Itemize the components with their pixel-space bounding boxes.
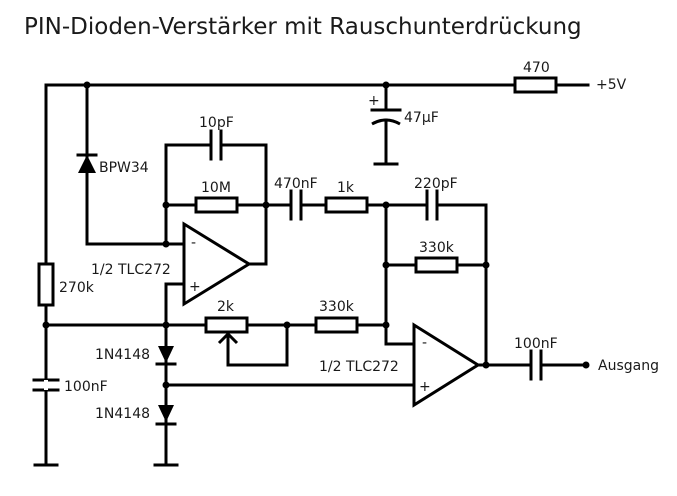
label-c-coupling: 470nF: [274, 176, 318, 192]
opamp2-minus: -: [422, 335, 427, 351]
label-c-bias: 100nF: [64, 379, 108, 395]
label-r-feedback1: 10M: [201, 180, 231, 196]
feedback-network-1: [162, 129, 291, 266]
opamp-1: [164, 221, 252, 467]
label-supply: +5V: [596, 77, 627, 93]
diode-1n4148-2: [155, 405, 177, 426]
label-c-output: 100nF: [514, 336, 558, 352]
label-r-offset: 330k: [319, 299, 355, 315]
label-r-bias: 270k: [59, 280, 95, 296]
label-c-feedback1: 10pF: [199, 115, 234, 131]
feedback-network-2: [382, 203, 490, 346]
label-pot: 2k: [217, 299, 235, 315]
diode-1n4148-1: [155, 346, 177, 366]
label-c-feedback2: 220pF: [414, 176, 458, 192]
label-r-feedback2: 330k: [419, 240, 455, 256]
label-opamp1: 1/2 TLC272: [91, 262, 171, 278]
capacitor-47uf: [370, 81, 402, 166]
label-diode1: 1N4148: [95, 347, 150, 363]
resistor-470: [513, 76, 558, 94]
coupling-network: [289, 189, 488, 367]
label-photodiode: BPW34: [99, 160, 149, 176]
opamp2-plus: +: [419, 379, 431, 395]
bias-network: [37, 262, 390, 367]
capacitor-100nf-bias: [32, 378, 60, 467]
capacitor-100nf-output: [529, 349, 590, 381]
label-r-input2: 1k: [337, 180, 355, 196]
label-diode2: 1N4148: [95, 406, 150, 422]
label-opamp2: 1/2 TLC272: [319, 359, 399, 375]
label-r-supply: 470: [523, 60, 550, 76]
label-output: Ausgang: [598, 358, 659, 374]
label-c-polarity: +: [368, 93, 380, 109]
opamp1-minus: -: [191, 235, 196, 251]
label-c-supply: 47µF: [404, 110, 439, 126]
photodiode-bpw34: [76, 81, 168, 246]
opamp-2: [412, 322, 532, 408]
diagram-title: PIN-Dioden-Verstärker mit Rauschunterdrü…: [24, 14, 582, 40]
supply-rail: [44, 83, 590, 467]
opamp1-plus: +: [189, 279, 201, 295]
